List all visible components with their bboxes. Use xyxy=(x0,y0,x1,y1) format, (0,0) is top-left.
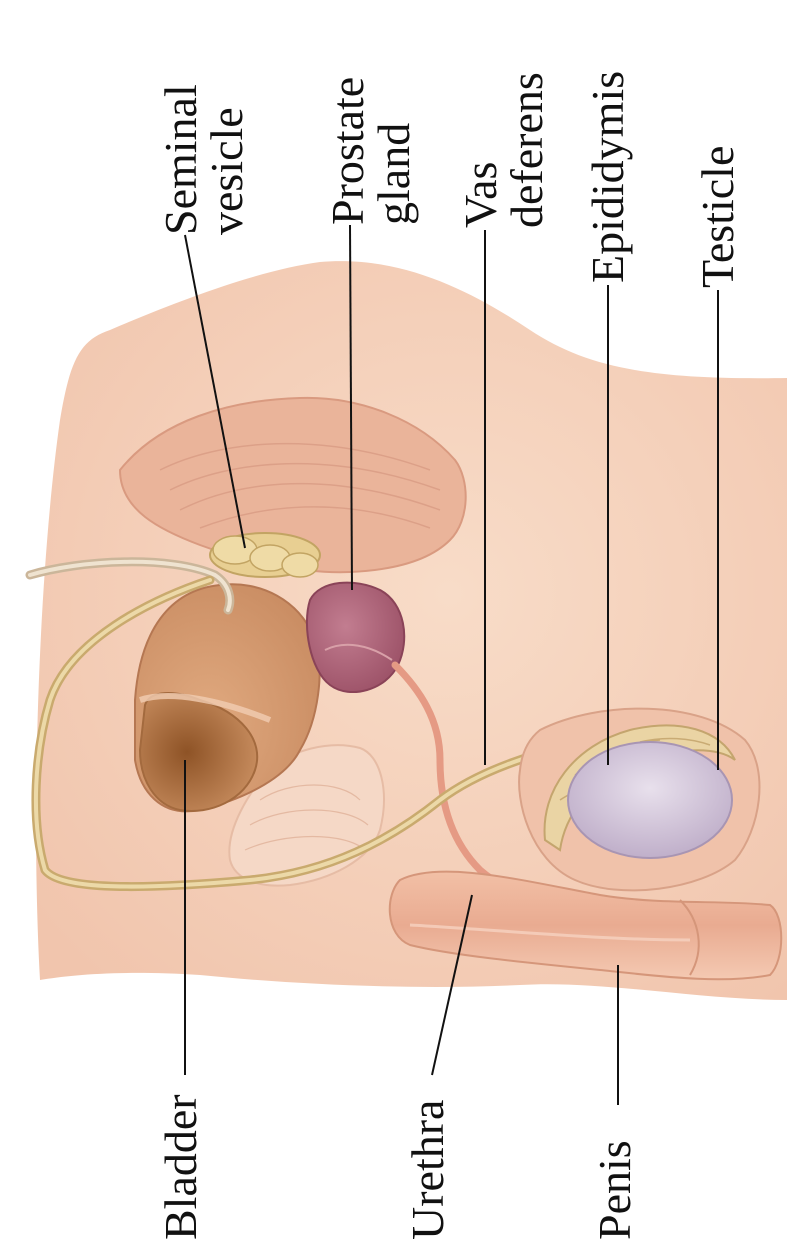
label-penis: Penis xyxy=(592,1140,638,1240)
label-epididymis: Epididymis xyxy=(585,71,631,283)
label-seminal-vesicle-line2: vesicle xyxy=(204,84,250,235)
label-bladder-text: Bladder xyxy=(158,1094,204,1240)
label-testicle: Testicle xyxy=(695,146,741,288)
label-prostate-gland-line1: Prostate xyxy=(325,77,371,225)
label-prostate-gland: Prostate gland xyxy=(325,77,417,225)
label-prostate-gland-line2: gland xyxy=(371,77,417,225)
seminal-vesicle-shape xyxy=(210,533,320,577)
label-vas-deferens-line1: Vas xyxy=(458,72,504,228)
label-urethra: Urethra xyxy=(405,1100,451,1240)
label-urethra-text: Urethra xyxy=(405,1100,451,1240)
label-seminal-vesicle: Seminal vesicle xyxy=(158,84,250,235)
prostate-shape xyxy=(307,583,404,692)
label-seminal-vesicle-line1: Seminal xyxy=(158,84,204,235)
label-testicle-text: Testicle xyxy=(695,146,741,288)
label-bladder: Bladder xyxy=(158,1094,204,1240)
label-vas-deferens-line2: deferens xyxy=(504,72,550,228)
label-epididymis-text: Epididymis xyxy=(585,71,631,283)
label-penis-text: Penis xyxy=(592,1140,638,1240)
testicle-shape xyxy=(568,742,732,858)
label-vas-deferens: Vas deferens xyxy=(458,72,550,228)
